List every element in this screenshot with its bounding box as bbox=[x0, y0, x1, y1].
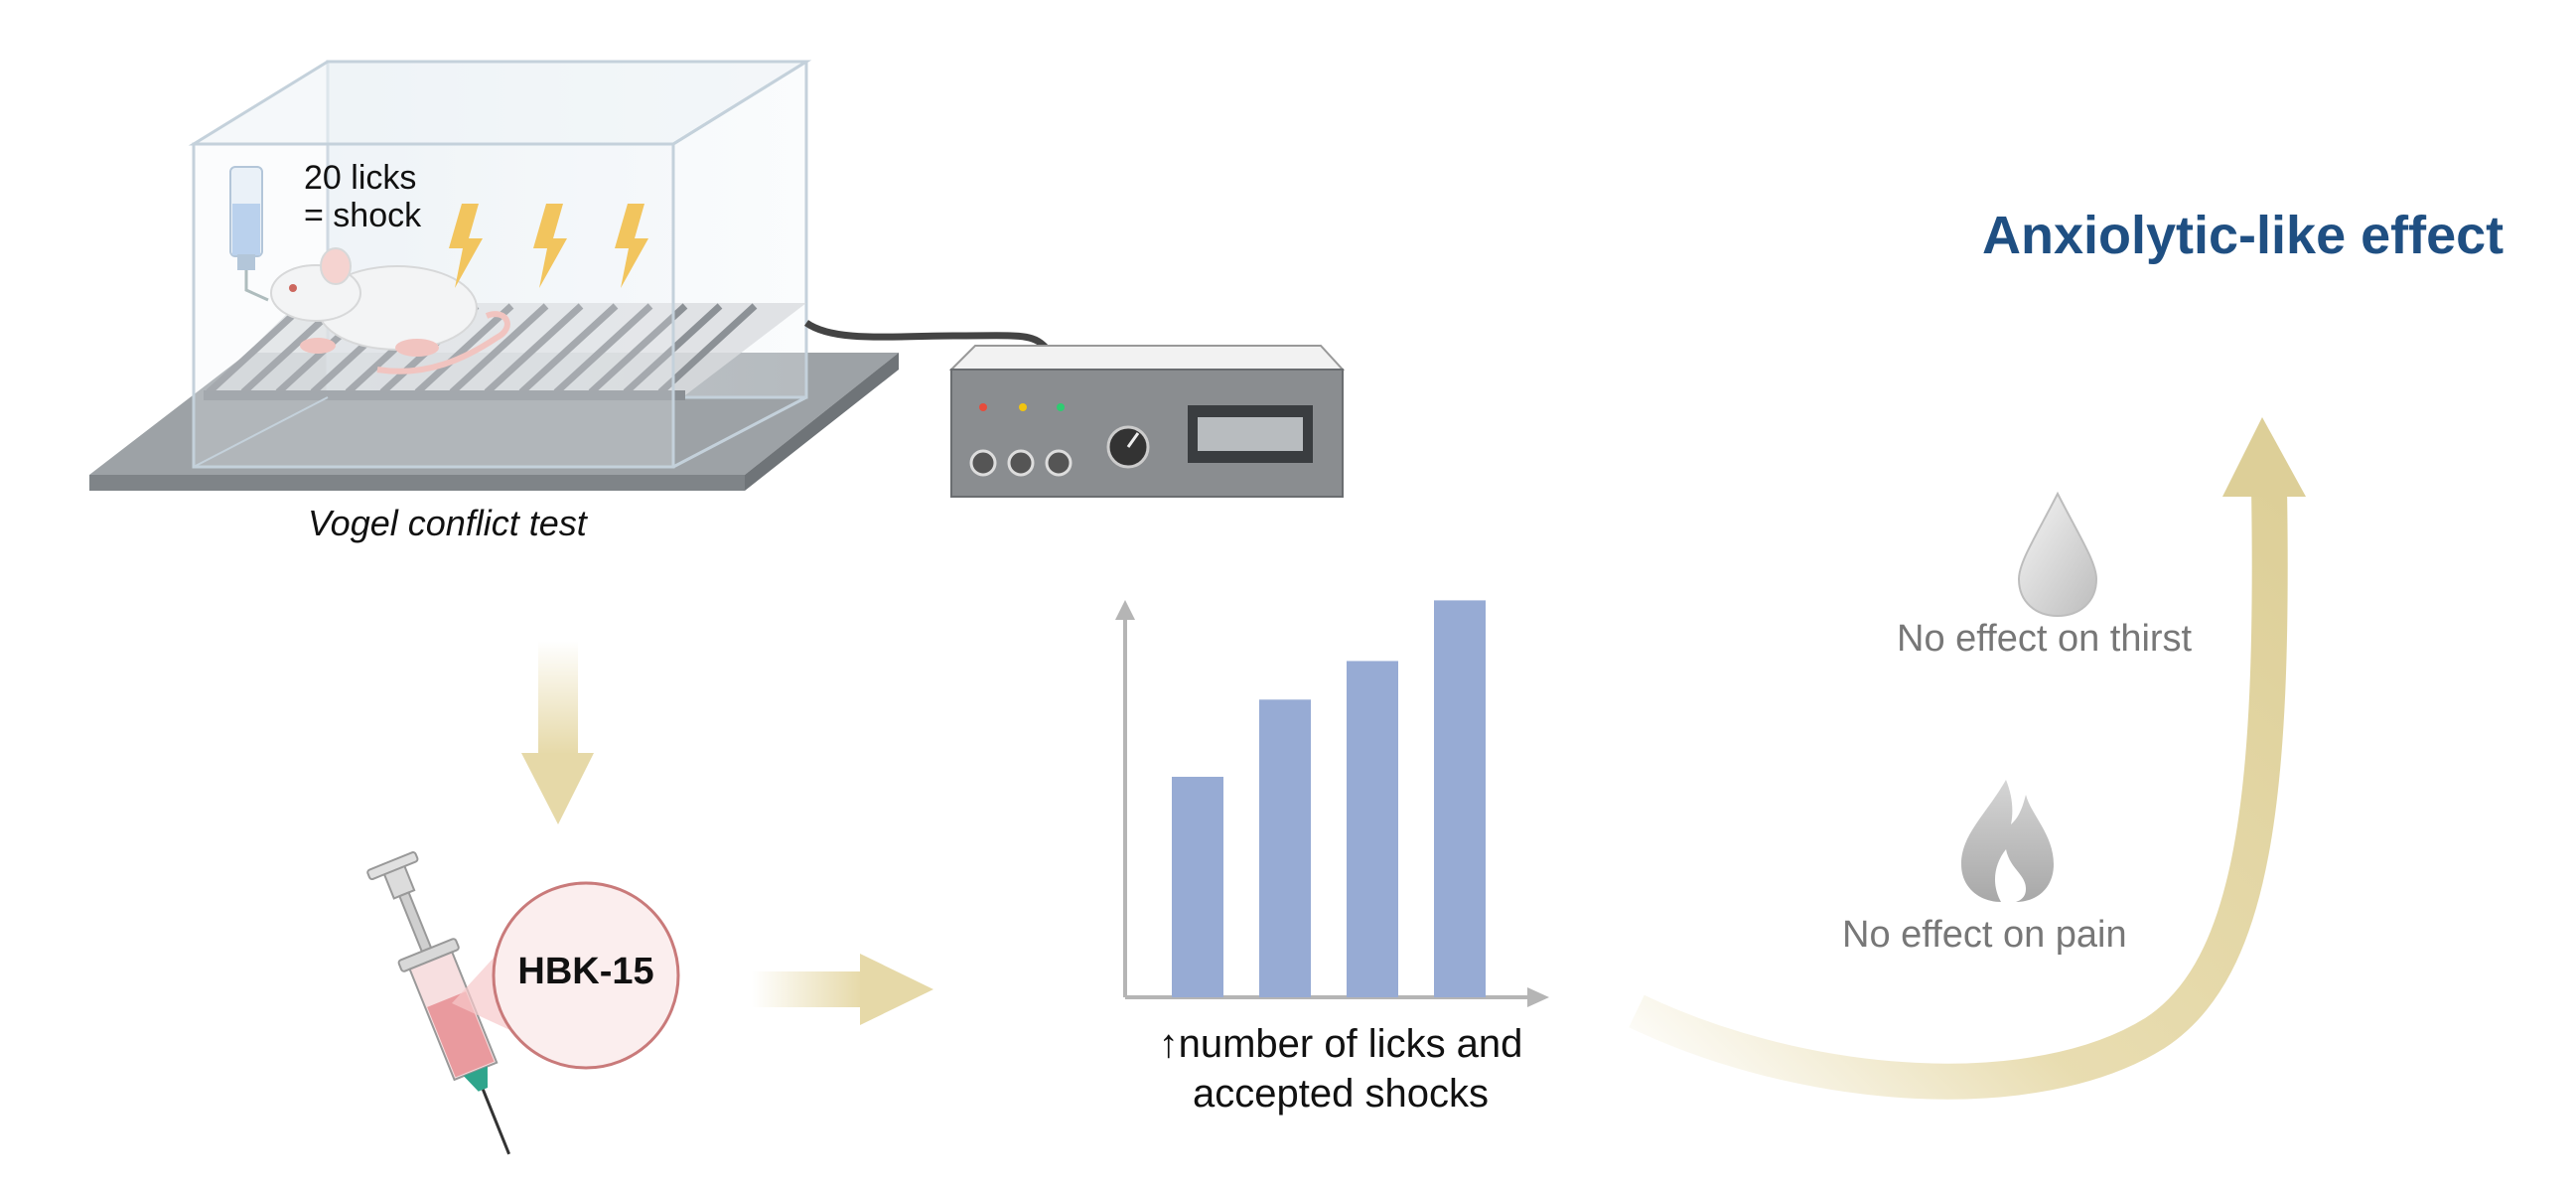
generator-knob bbox=[969, 449, 997, 477]
chart-x-arrowhead bbox=[1527, 987, 1549, 1007]
lightning-icon bbox=[615, 204, 648, 288]
fire-icon bbox=[1961, 780, 2054, 902]
compound-label: HBK-15 bbox=[517, 951, 654, 992]
chart-bar bbox=[1347, 661, 1398, 997]
chart-bar bbox=[1259, 699, 1311, 997]
shock-cable bbox=[803, 320, 1051, 353]
bar-chart bbox=[1115, 600, 1549, 1007]
mouse-icon bbox=[270, 247, 510, 374]
increase-arrow-icon: ↑ bbox=[1158, 1022, 1179, 1066]
arrow-right bbox=[752, 954, 933, 1025]
syringe-icon bbox=[366, 851, 510, 1155]
vogel-apparatus bbox=[89, 60, 1051, 491]
no-pain-label: No effect on pain bbox=[1842, 914, 2127, 956]
compound-bubble bbox=[492, 881, 680, 1070]
chart-y-arrowhead bbox=[1115, 600, 1135, 620]
effect-title: Anxiolytic-like effect bbox=[1982, 206, 2504, 265]
lick-rule-line: 20 licks bbox=[304, 159, 417, 197]
generator-knob bbox=[1045, 449, 1073, 477]
water-drop-icon bbox=[2017, 491, 2098, 618]
lightning-icon bbox=[449, 204, 483, 288]
water-bottle-icon bbox=[229, 166, 269, 302]
shock-generator bbox=[948, 345, 1346, 498]
lick-rule-label: 20 licks = shock bbox=[304, 159, 421, 234]
grid-rail bbox=[204, 390, 685, 400]
chart-bar bbox=[1434, 600, 1486, 997]
curved-effect-arrow bbox=[1629, 417, 2306, 1100]
chart-caption-text: number of licks and accepted shocks bbox=[1178, 1022, 1523, 1116]
lightning-icons bbox=[449, 204, 648, 288]
base-platform-side bbox=[745, 353, 899, 491]
chart-bar bbox=[1172, 777, 1223, 997]
lightning-icon bbox=[533, 204, 567, 288]
lick-rule-line: = shock bbox=[304, 197, 422, 234]
test-name-label: Vogel conflict test bbox=[308, 503, 587, 543]
arrow-down bbox=[521, 641, 594, 824]
cage-front bbox=[192, 142, 675, 469]
chart-bars bbox=[1172, 600, 1486, 997]
chart-caption: ↑number of licks and accepted shocks bbox=[1132, 1019, 1549, 1118]
no-thirst-label: No effect on thirst bbox=[1897, 618, 2193, 660]
generator-top bbox=[948, 345, 1346, 371]
generator-knob bbox=[1007, 449, 1035, 477]
base-platform-front bbox=[89, 475, 745, 491]
